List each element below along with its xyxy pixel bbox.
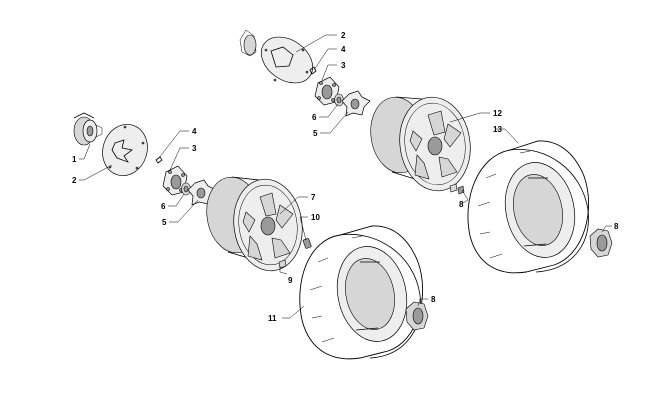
callout-8: 8 bbox=[459, 200, 464, 209]
wheel-hub-front bbox=[162, 165, 188, 196]
callout-13: 13 bbox=[493, 125, 502, 134]
callout-6: 6 bbox=[312, 113, 317, 122]
tire-rear bbox=[467, 140, 590, 274]
wheel-hub-rear bbox=[314, 76, 340, 106]
axle-stub-rear bbox=[239, 29, 257, 57]
callout-2: 2 bbox=[72, 176, 77, 185]
hub-bearing-rear bbox=[334, 93, 344, 107]
callout-3: 3 bbox=[341, 61, 346, 70]
callout-12: 12 bbox=[493, 109, 502, 118]
valve-stem-front bbox=[302, 238, 312, 249]
lug-nuts-front bbox=[278, 259, 287, 269]
callout-6: 6 bbox=[161, 202, 166, 211]
callout-1: 1 bbox=[72, 155, 77, 164]
callout-7: 7 bbox=[311, 193, 316, 202]
callout-9: 9 bbox=[288, 276, 293, 285]
lug-nut-front bbox=[405, 301, 429, 331]
callout-5: 5 bbox=[313, 129, 318, 138]
callout-11: 11 bbox=[268, 314, 277, 323]
wheel-rim-rear bbox=[370, 96, 471, 192]
callout-4: 4 bbox=[192, 127, 197, 136]
leader-lines bbox=[79, 34, 612, 319]
hub-flange-rear bbox=[341, 90, 371, 117]
wheel-stud-rear bbox=[309, 66, 317, 75]
brake-disc-front bbox=[102, 124, 148, 176]
hub-bearing-front bbox=[181, 182, 191, 196]
wheel-rim-front bbox=[206, 176, 303, 272]
lug-nuts-rear bbox=[449, 183, 465, 195]
brake-disc-rear bbox=[261, 36, 313, 84]
tire-front bbox=[299, 225, 424, 360]
callout-5: 5 bbox=[162, 218, 167, 227]
callout-labels: 1 2 4 3 6 5 2 4 3 6 5 7 10 9 11 8 12 13 … bbox=[72, 31, 619, 323]
callout-4: 4 bbox=[341, 45, 346, 54]
callout-8: 8 bbox=[431, 295, 436, 304]
callout-8: 8 bbox=[614, 222, 619, 231]
callout-2: 2 bbox=[341, 31, 346, 40]
axle-bearing-front bbox=[73, 112, 103, 146]
callout-10: 10 bbox=[311, 213, 320, 222]
lug-nut-rear bbox=[589, 228, 613, 258]
callout-3: 3 bbox=[192, 144, 197, 153]
